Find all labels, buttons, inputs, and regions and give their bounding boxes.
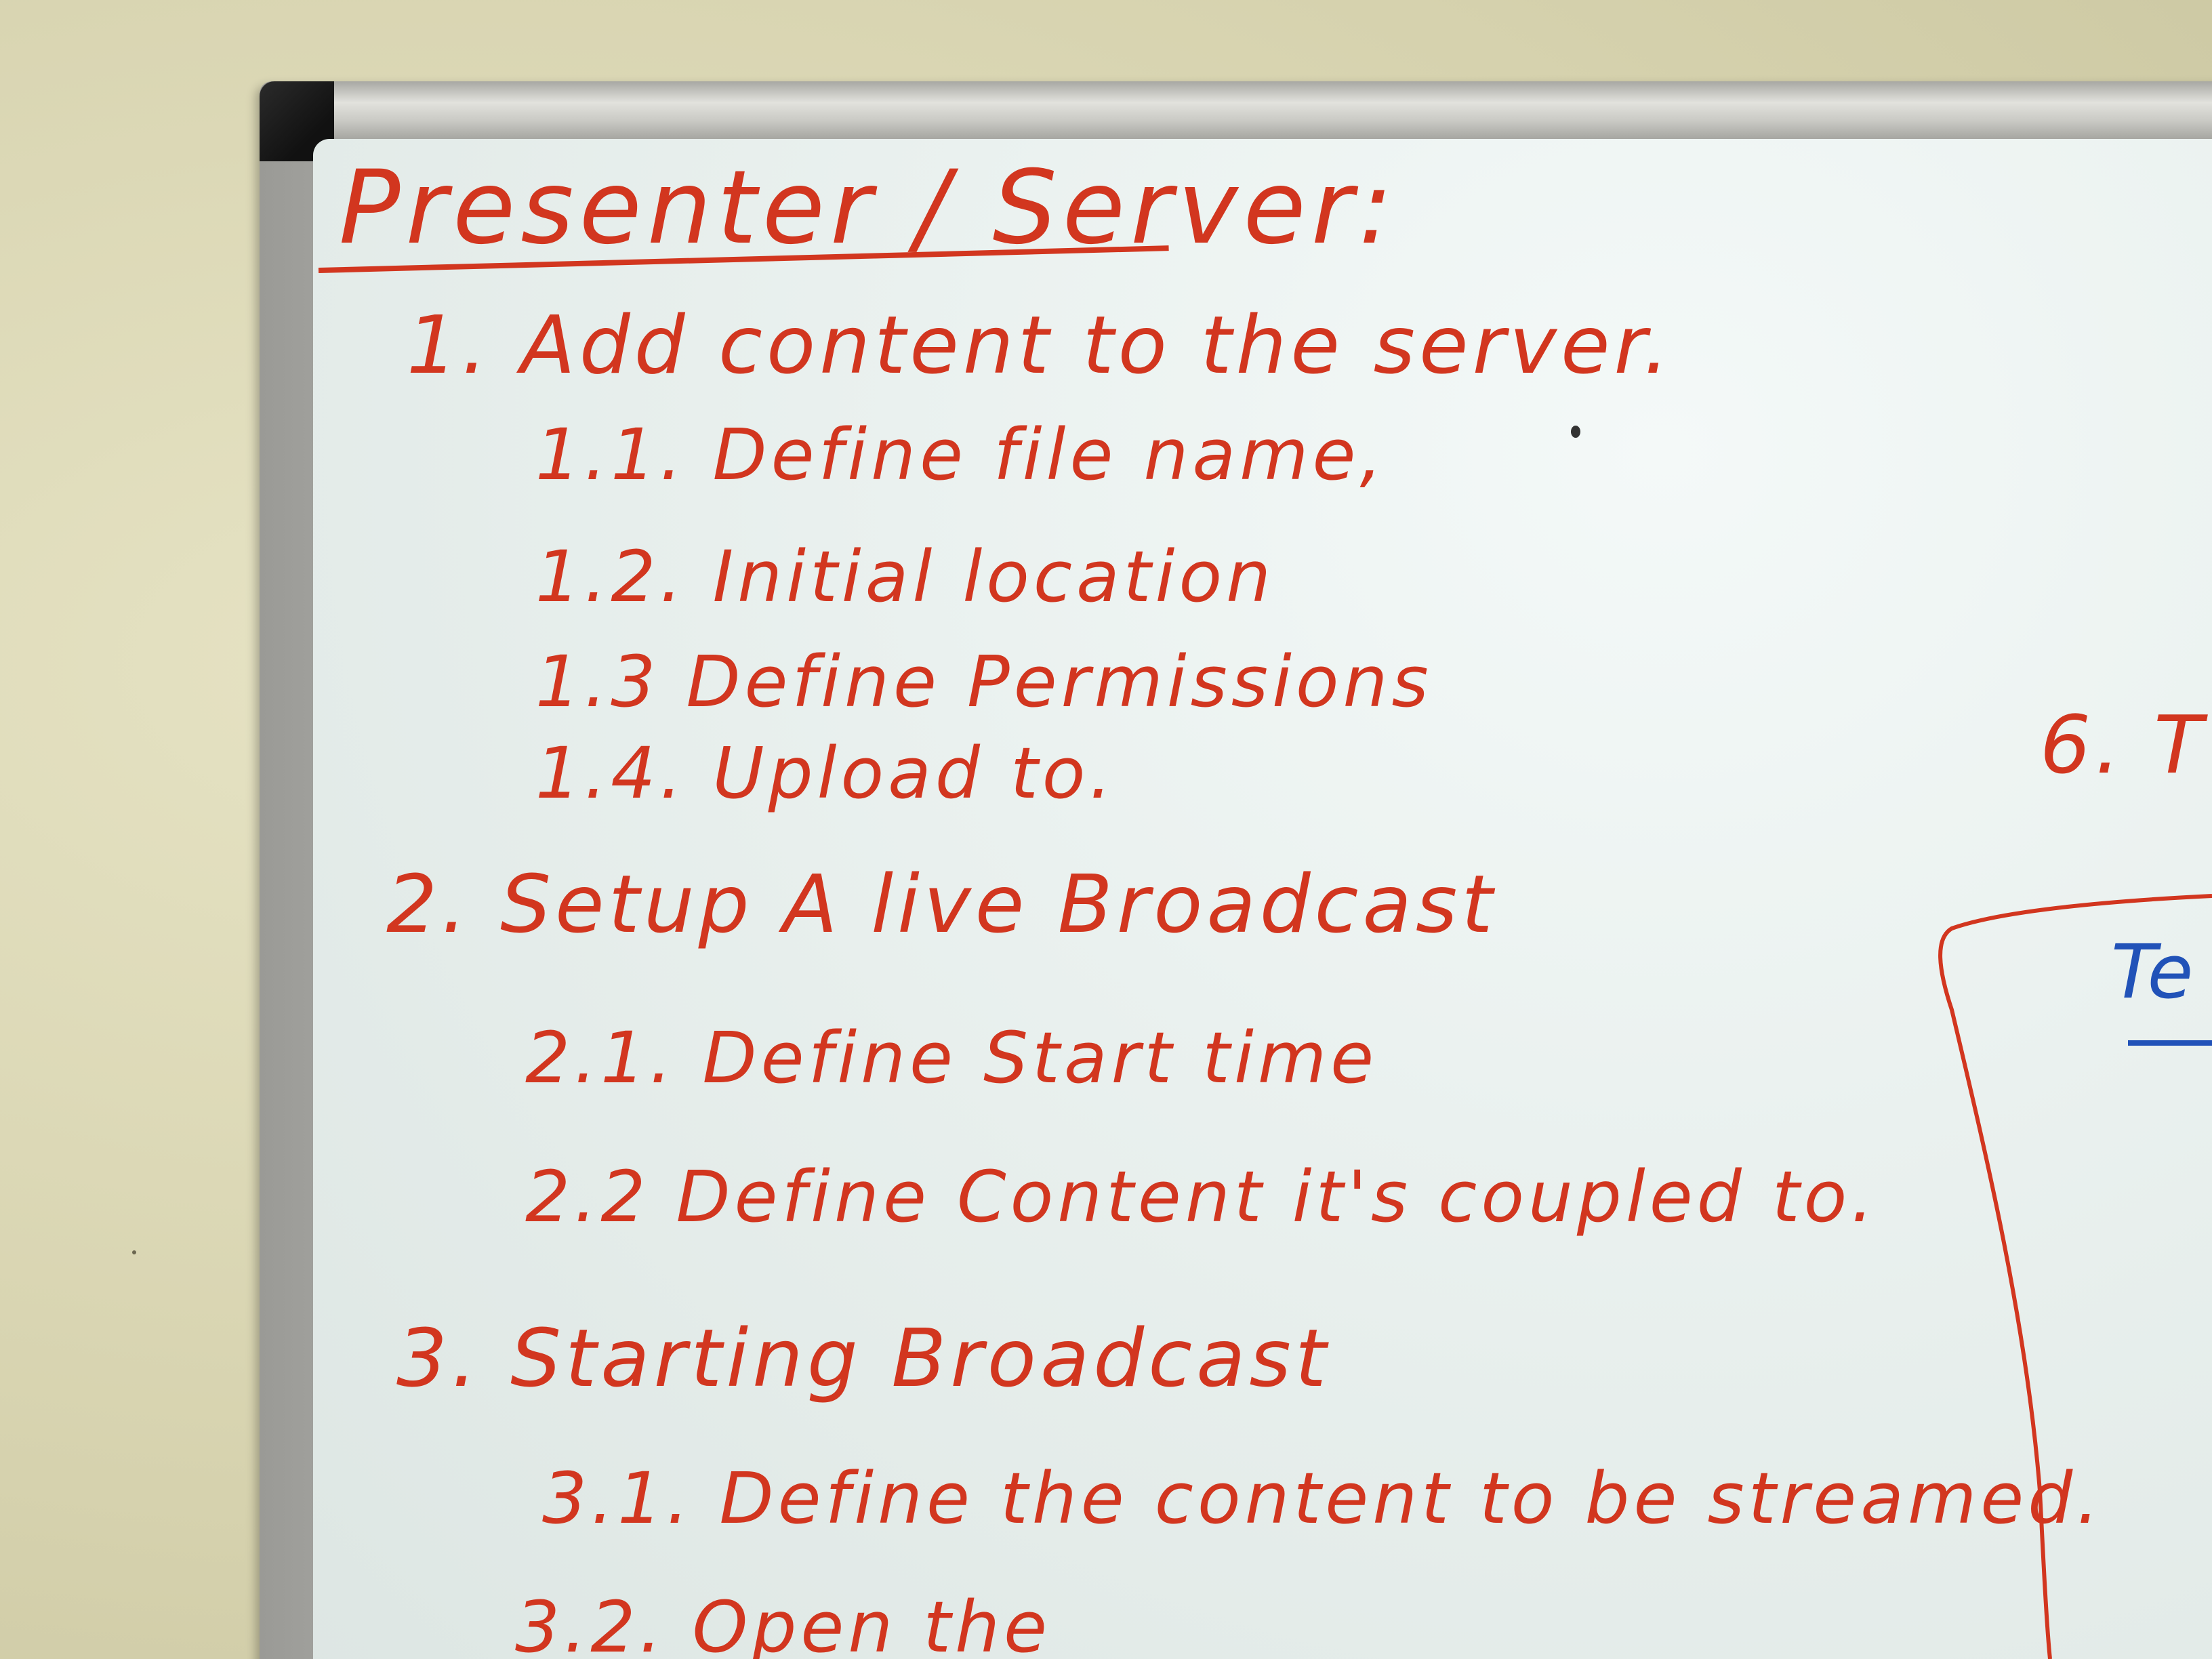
list-item: 3.1. Define the content to be streamed.: [542, 1457, 2104, 1540]
whiteboard-top-rail: [291, 81, 2212, 142]
list-item: 2.2 Define Content it's coupled to.: [525, 1155, 1878, 1238]
board-title: Presenter / Server:: [339, 149, 1399, 267]
list-item: 1. Add content to the server.: [407, 298, 1673, 392]
list-item: 2.1. Define Start time: [525, 1017, 1378, 1099]
list-item: 1.1. Define file name,: [535, 413, 1387, 496]
marker-dot: [1571, 426, 1580, 438]
list-item: 1.2. Initial location: [535, 535, 1275, 618]
wall-speck: [132, 1250, 136, 1254]
side-item-fragment: 6. T: [2040, 698, 2207, 792]
list-item: 3.2. Open the: [515, 1586, 1052, 1659]
list-item: 1.3 Define Permissions: [535, 640, 1433, 723]
list-item: 3. Starting Broadcast: [396, 1311, 1331, 1405]
list-item: 1.4. Upload to.: [535, 732, 1116, 815]
blue-underline: [2128, 1040, 2212, 1046]
list-item: 2. Setup A live Broadcast: [386, 857, 1497, 951]
boxed-blue-heading: Te: [2111, 928, 2194, 1015]
whiteboard-surface: [313, 139, 2212, 1659]
